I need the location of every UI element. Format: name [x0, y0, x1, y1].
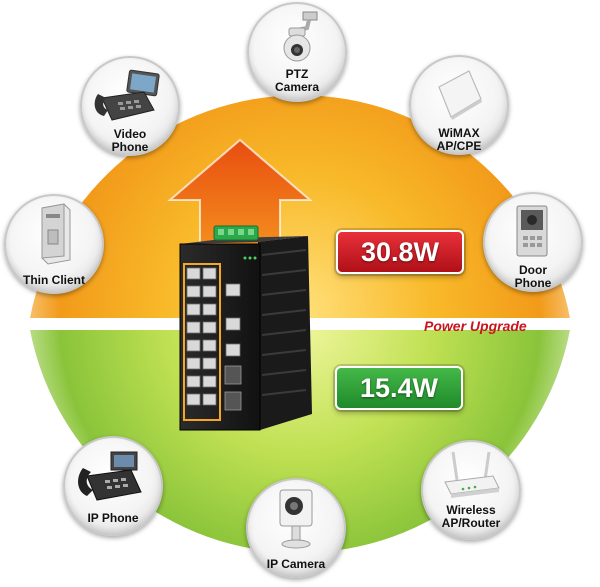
ip-camera-device: IP Camera: [246, 478, 346, 578]
wireless-ap-label: Wireless AP/Router: [441, 503, 501, 530]
thin-client-label: Thin Client: [23, 273, 85, 287]
ip-camera-icon: [279, 489, 313, 549]
wimax-label: WiMAX AP/CPE: [436, 126, 482, 153]
ip-camera-label: IP Camera: [266, 557, 326, 571]
ptz-camera-device: PTZ Camera: [247, 2, 347, 102]
ip-phone-label: IP Phone: [87, 511, 139, 525]
wimax-device: WiMAX AP/CPE: [409, 55, 509, 155]
ptz-camera-icon: [283, 11, 318, 62]
poe-switch: [179, 225, 312, 431]
video-phone-label: Video Phone: [111, 127, 149, 154]
ip-phone-icon: [78, 451, 142, 501]
ptz-camera-label: PTZ Camera: [274, 67, 320, 94]
wireless-router-icon: [444, 451, 500, 498]
wireless-ap-device: Wireless AP/Router: [421, 440, 521, 540]
high-power-badge: 30.8W: [336, 230, 464, 274]
wimax-cpe-icon: [438, 70, 482, 120]
video-phone-icon: [94, 69, 160, 121]
thin-client-icon: [41, 203, 71, 265]
power-upgrade-label: Power Upgrade: [424, 318, 527, 334]
video-phone-device: Video Phone: [80, 56, 180, 156]
door-phone-icon: [516, 205, 548, 257]
ip-phone-device: IP Phone: [63, 436, 163, 536]
door-phone-device: Door Phone: [483, 192, 583, 292]
door-phone-label: Door Phone: [514, 263, 552, 290]
low-power-badge: 15.4W: [335, 366, 463, 410]
thin-client-device: Thin Client: [4, 194, 104, 294]
